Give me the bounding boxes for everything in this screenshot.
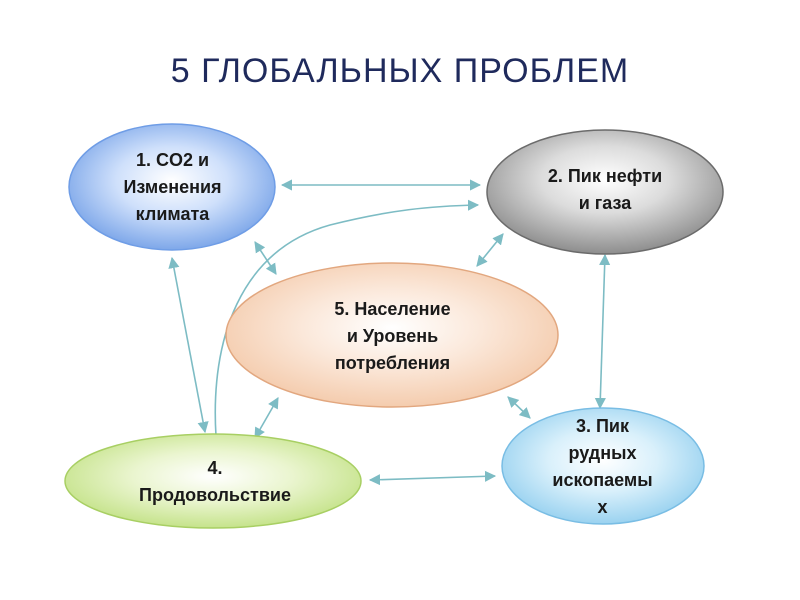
- node-co2-line-1: 1. CO2 и: [135, 150, 210, 170]
- node-food-line-2: Продовольствие: [139, 485, 291, 505]
- node-co2-label: 1. CO2 и Изменения климата: [80, 130, 265, 245]
- arrow-food-ore: [368, 470, 497, 486]
- node-ore-line-1: 3. Пик: [575, 416, 630, 436]
- node-oil-label: 2. Пик нефти и газа: [500, 140, 710, 240]
- arrow-co2-food: [168, 256, 209, 434]
- node-population-label: 5. Население и Уровень потребления: [260, 280, 525, 392]
- node-oil-line-2: и газа: [578, 193, 632, 213]
- arrow-food-oil-curve: [214, 199, 480, 437]
- node-co2-ellipse: [68, 123, 276, 251]
- node-ore-line-4: х: [597, 497, 608, 517]
- node-population-line-1: 5. Население: [334, 298, 451, 319]
- arrow-population-ore: [507, 396, 531, 419]
- arrow-oil-population: [476, 233, 504, 267]
- node-food-line-1: 4.: [207, 458, 223, 478]
- node-ore-ellipse: [501, 407, 705, 525]
- node-co2-line-3: климата: [135, 204, 210, 224]
- node-population-line-2: и Уровень: [346, 325, 439, 346]
- node-population-ellipse: [225, 262, 559, 408]
- arrow-oil-ore: [594, 253, 611, 410]
- diagram-title: 5 ГЛОБАЛЬНЫХ ПРОБЛЕМ: [170, 52, 630, 90]
- arrow-population-food: [254, 397, 279, 439]
- node-population-line-3: потребления: [334, 352, 451, 373]
- node-food-label: 4. Продовольствие: [85, 440, 345, 524]
- node-food-ellipse: [64, 433, 362, 529]
- node-oil-line-1: 2. Пик нефти: [547, 166, 663, 186]
- arrow-co2-population: [254, 241, 277, 275]
- node-co2-line-2: Изменения: [123, 177, 222, 197]
- node-ore-line-3: ископаемы: [552, 470, 653, 490]
- node-oil-ellipse: [486, 129, 724, 255]
- node-ore-line-2: рудных: [568, 443, 637, 463]
- node-ore-label: 3. Пик рудных ископаемы х: [510, 410, 695, 524]
